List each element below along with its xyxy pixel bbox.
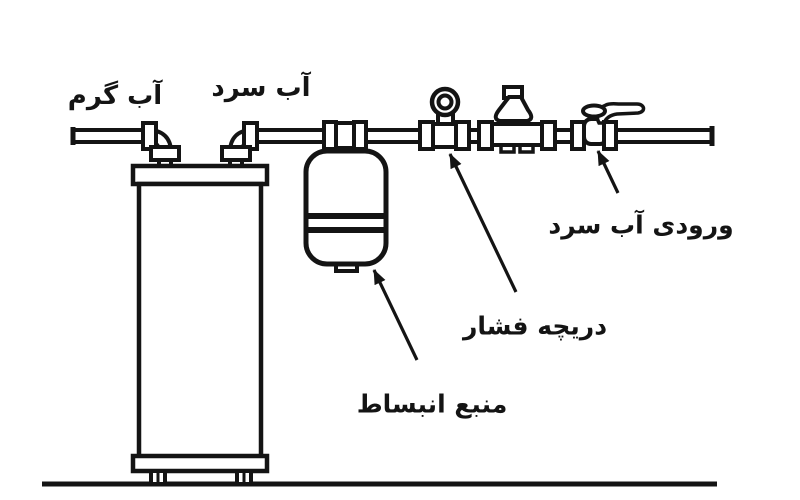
relief-bell bbox=[493, 95, 534, 123]
cold-water-inlet-label: ورودی آب سرد bbox=[548, 210, 734, 240]
cold-riser-union bbox=[220, 145, 252, 162]
pressure-valve-label: دریچه فشار bbox=[462, 311, 608, 341]
expansion-tank-label: منبع انبساط bbox=[356, 389, 508, 419]
tank-leg-right bbox=[235, 469, 253, 486]
pressure-gauge bbox=[418, 86, 471, 151]
tank-top-cap bbox=[130, 163, 270, 187]
tank-leg-left bbox=[149, 469, 167, 486]
tee-fitting bbox=[322, 120, 368, 151]
expansion-tank-body bbox=[303, 148, 389, 267]
pipe-couplings bbox=[141, 121, 259, 162]
annotation-arrows bbox=[372, 150, 620, 361]
hot-water-label: آب گرم bbox=[67, 81, 163, 111]
hot-riser-union bbox=[149, 145, 181, 162]
valve-bonnet-cap bbox=[581, 103, 607, 119]
expansion-tank bbox=[303, 148, 389, 273]
cold-water-label: آب سرد bbox=[211, 73, 311, 103]
pressure-valve-arrow bbox=[448, 153, 518, 293]
expansion-tank-band-lower bbox=[307, 227, 385, 233]
gauge-fitting bbox=[430, 122, 459, 149]
water-heater-tank bbox=[130, 163, 270, 486]
expansion-tank-band-upper bbox=[307, 213, 385, 219]
cold-water-inlet-arrow bbox=[596, 150, 620, 194]
tank-bottom-band bbox=[130, 453, 270, 474]
ball-valve bbox=[570, 102, 646, 151]
relief-body bbox=[490, 122, 545, 147]
expansion-tank-arrow bbox=[372, 269, 419, 361]
pressure-relief-valve bbox=[477, 85, 557, 154]
tank-body bbox=[136, 181, 264, 461]
gauge-dial-inner bbox=[436, 93, 454, 111]
